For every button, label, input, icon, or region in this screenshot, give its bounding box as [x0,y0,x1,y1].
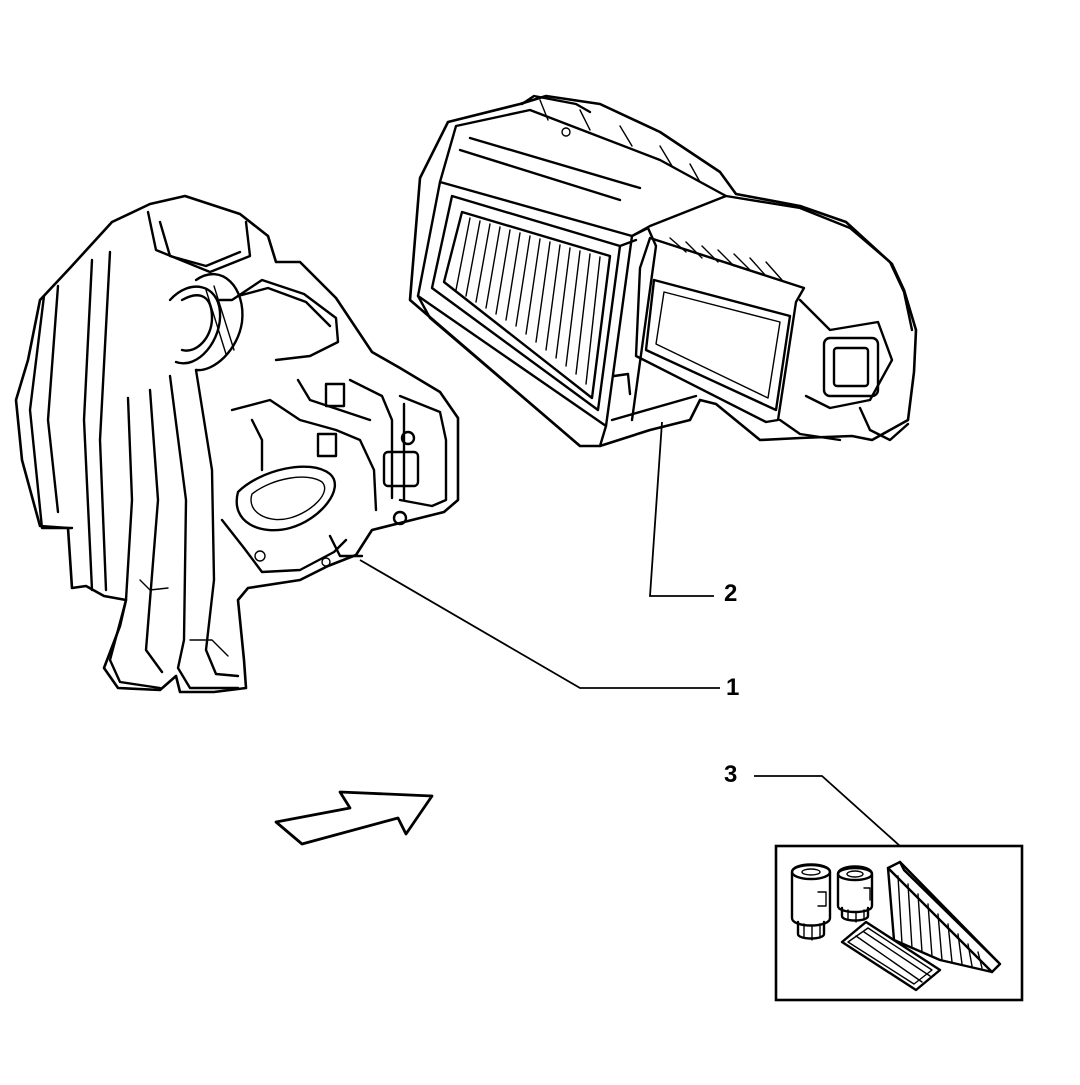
leader-line-2 [649,421,714,597]
oil-filter-tall-icon [790,863,832,941]
cabin-filter-small-icon [840,920,942,992]
part-2-blower-housing[interactable] [408,94,918,448]
part-3-filter-kit[interactable] [774,844,1024,1002]
callout-2: 2 [724,580,737,607]
callout-1: 1 [726,674,739,701]
callout-3: 3 [724,761,737,788]
air-filter-panel-icon [886,860,1002,974]
direction-arrow-icon [274,790,434,846]
leader-line-1 [359,559,720,689]
filter-pleats [455,217,601,385]
leader-line-3 [754,775,901,847]
part-1-heater-housing[interactable] [14,194,460,694]
oil-filter-short-icon [836,865,874,923]
